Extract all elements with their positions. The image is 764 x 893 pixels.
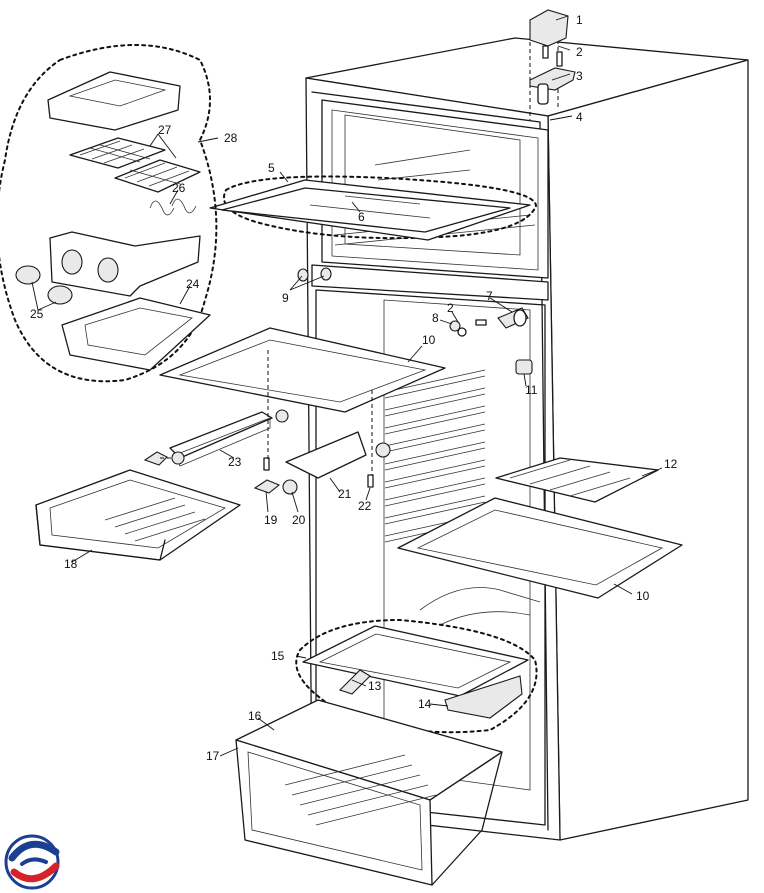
meat-tray-rail-right: [253, 431, 391, 495]
callout-16: 16: [248, 709, 262, 723]
callout-6: 6: [358, 210, 365, 224]
shelf-screws: [263, 457, 374, 488]
callout-4: 4: [576, 110, 583, 124]
callout-2b: 2: [447, 301, 454, 315]
callout-27: 27: [158, 123, 172, 137]
callout-21: 21: [338, 487, 352, 501]
ice-maker-assembly: [0, 44, 218, 383]
hinge-screws: [542, 45, 563, 67]
callout-12: 12: [664, 457, 678, 471]
part-number-labels: 1 2 3 4 5 6 9 2 7 8 10 11 12 10 15 13 14…: [30, 13, 678, 763]
callout-22: 22: [358, 499, 372, 513]
callout-18: 18: [64, 557, 78, 571]
callout-19: 19: [264, 513, 278, 527]
callout-14: 14: [418, 697, 432, 711]
support-dashed-guides: [160, 350, 373, 475]
back-wall-ribs: [384, 369, 486, 543]
top-hinge-cover: [529, 9, 569, 47]
callout-10b: 10: [636, 589, 650, 603]
callout-15: 15: [271, 649, 285, 663]
callout-11: 11: [525, 383, 538, 397]
callout-26: 26: [172, 181, 186, 195]
callout-2: 2: [576, 45, 583, 59]
callout-9: 9: [282, 291, 289, 305]
glass-shelf-lower: [397, 497, 683, 599]
callout-7: 7: [486, 289, 493, 303]
callout-28: 28: [224, 131, 238, 145]
meat-tray: [35, 469, 241, 561]
hinge-bushings: [449, 319, 487, 337]
callout-5: 5: [268, 161, 275, 175]
brand-swirl-logo: [4, 834, 60, 890]
callout-3: 3: [576, 69, 583, 83]
middle-hinge: [497, 307, 529, 329]
callout-10a: 10: [422, 333, 436, 347]
glass-shelf-upper: [159, 327, 446, 413]
crisper-drawer: [235, 699, 503, 886]
callout-1: 1: [576, 13, 583, 27]
crisper-cover-assembly: [295, 618, 538, 734]
callout-25: 25: [30, 307, 44, 321]
callout-17: 17: [206, 749, 220, 763]
callout-24: 24: [186, 277, 200, 291]
callout-13: 13: [368, 679, 382, 693]
callout-20: 20: [292, 513, 306, 527]
callout-23: 23: [228, 455, 242, 469]
thermostat-knob: [515, 359, 533, 375]
leader-lines: [31, 15, 663, 757]
top-hinge: [529, 67, 576, 105]
meat-tray-rail-left: [143, 409, 289, 467]
callout-8: 8: [432, 311, 439, 325]
freezer-shelf-assembly: [209, 175, 538, 241]
